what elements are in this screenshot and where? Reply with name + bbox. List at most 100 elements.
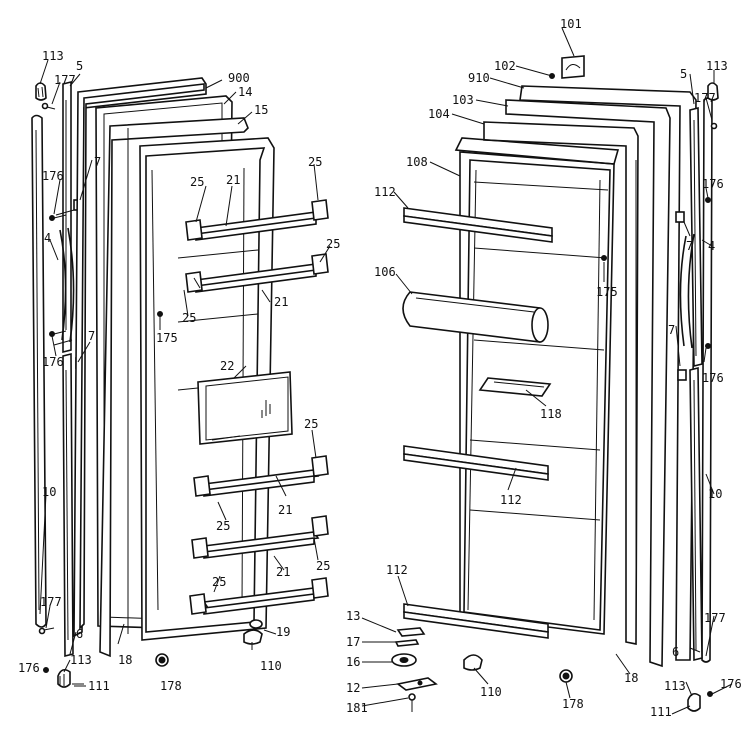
label-18: 18 xyxy=(118,653,132,667)
label-113: 113 xyxy=(70,653,92,667)
label-13: 13 xyxy=(346,609,360,623)
freezer-shelf-4 xyxy=(191,515,329,559)
label-176: 176 xyxy=(42,169,64,183)
door-cam-110-left xyxy=(243,629,263,645)
door-cam-110-right xyxy=(463,654,483,671)
label-18: 18 xyxy=(624,671,638,685)
label-111: 111 xyxy=(88,679,110,693)
label-104: 104 xyxy=(428,107,450,121)
nameplate-101 xyxy=(561,55,585,79)
handle-cap-top-left xyxy=(35,82,47,101)
label-910: 910 xyxy=(468,71,490,85)
label-108: 108 xyxy=(406,155,428,169)
label-25: 25 xyxy=(182,311,196,325)
clip-7-upper-right xyxy=(675,211,685,223)
label-25: 25 xyxy=(212,575,226,589)
label-176: 176 xyxy=(702,177,724,191)
label-10: 10 xyxy=(42,485,56,499)
label-16: 16 xyxy=(346,655,360,669)
freezer-shelf-1 xyxy=(185,199,329,241)
label-176: 176 xyxy=(42,355,64,369)
label-176: 176 xyxy=(702,371,724,385)
label-113: 113 xyxy=(664,679,686,693)
label-25: 25 xyxy=(190,175,204,189)
label-176: 176 xyxy=(18,661,40,675)
label-113: 113 xyxy=(706,59,728,73)
cap-19 xyxy=(249,619,263,629)
label-10: 10 xyxy=(708,487,722,501)
screw-175-right xyxy=(601,255,607,261)
label-21: 21 xyxy=(276,565,290,579)
hinge-bracket-12 xyxy=(396,677,438,691)
label-25: 25 xyxy=(304,417,318,431)
fresh-food-gasket xyxy=(505,99,671,668)
label-7: 7 xyxy=(94,155,101,169)
label-177: 177 xyxy=(54,73,76,87)
screw-177-top-right xyxy=(710,122,718,130)
door-stop-178-left xyxy=(155,653,169,667)
handle-grip-left xyxy=(53,209,75,346)
label-112: 112 xyxy=(374,185,396,199)
label-4: 4 xyxy=(44,231,51,245)
label-21: 21 xyxy=(278,503,292,517)
screw-177-top-left xyxy=(41,102,56,110)
label-14: 14 xyxy=(238,85,252,99)
label-177: 177 xyxy=(40,595,62,609)
label-4: 4 xyxy=(708,239,715,253)
freezer-breaker-strip xyxy=(99,117,249,658)
handle-grip-right xyxy=(679,233,695,349)
label-175: 175 xyxy=(156,331,178,345)
label-103: 103 xyxy=(452,93,474,107)
handle-cap-top-right xyxy=(707,82,719,101)
label-17: 17 xyxy=(346,635,360,649)
label-25: 25 xyxy=(316,559,330,573)
label-25: 25 xyxy=(308,155,322,169)
label-102: 102 xyxy=(494,59,516,73)
label-106: 106 xyxy=(374,265,396,279)
door-stop-178-right xyxy=(559,669,573,683)
label-101: 101 xyxy=(560,17,582,31)
label-113: 113 xyxy=(42,49,64,63)
label-25: 25 xyxy=(326,237,340,251)
label-7: 7 xyxy=(88,329,95,343)
label-112: 112 xyxy=(500,493,522,507)
label-181: 181 xyxy=(346,701,368,715)
label-6: 6 xyxy=(76,627,83,641)
label-22: 22 xyxy=(220,359,234,373)
label-25: 25 xyxy=(216,519,230,533)
label-175: 175 xyxy=(596,285,618,299)
freezer-shelf-5 xyxy=(189,577,329,615)
label-21: 21 xyxy=(274,295,288,309)
label-6: 6 xyxy=(672,645,679,659)
label-178: 178 xyxy=(160,679,182,693)
part-number-labels: 113 5 177 900 14 15 7 176 4 25 21 25 25 … xyxy=(18,17,742,719)
fresh-food-shelf-112-bottom xyxy=(403,603,549,639)
screw-175-left xyxy=(157,311,163,317)
door-handle-left xyxy=(31,114,47,628)
freezer-shelf-2 xyxy=(185,253,329,293)
handle-cap-bottom-left xyxy=(43,667,84,688)
screw-181 xyxy=(408,693,416,712)
hinge-pin-17 xyxy=(394,639,420,647)
screw-176-lower-left xyxy=(49,330,67,337)
door-handle-right xyxy=(701,97,713,663)
label-110: 110 xyxy=(260,659,282,673)
label-12: 12 xyxy=(346,681,360,695)
label-110: 110 xyxy=(480,685,502,699)
handle-cap-bottom-right xyxy=(687,691,713,712)
label-176: 176 xyxy=(720,677,742,691)
hinge-13 xyxy=(396,627,426,637)
label-900: 900 xyxy=(228,71,250,85)
screw-176-lower-right xyxy=(705,343,711,349)
label-177: 177 xyxy=(694,91,716,105)
lower-trim-strip-right xyxy=(689,366,703,662)
label-15: 15 xyxy=(254,103,268,117)
label-7: 7 xyxy=(686,239,693,253)
lower-trim-strip-left xyxy=(62,352,74,658)
butter-tray-118 xyxy=(478,377,552,397)
fresh-food-shelf-112-middle xyxy=(403,445,549,481)
trim-strip-right xyxy=(689,106,703,368)
bushing-16 xyxy=(391,653,417,667)
leader-lines xyxy=(39,27,733,715)
